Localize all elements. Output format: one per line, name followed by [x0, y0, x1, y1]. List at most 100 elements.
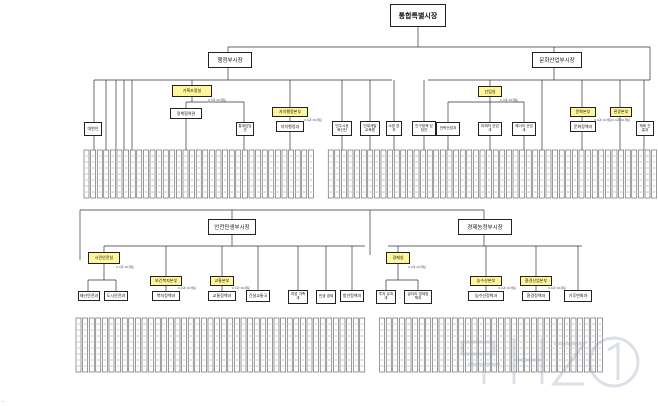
team-block: [154, 317, 161, 373]
team-block: [82, 317, 88, 373]
unit-citizen-safety-label: 시민안전실: [94, 255, 114, 260]
unit-tourism-hq: 관광본부: [610, 107, 632, 117]
unit-hr-academy: 인재개발 교육원: [360, 121, 380, 136]
unit-welfare-hq-label: 보건복지본부: [154, 278, 178, 283]
unit-policy-coordination-label: 정책협력관: [176, 110, 196, 116]
unit-economy-office-note: 0.0과 00개팀: [408, 265, 426, 269]
unit-agri-fishery-hq-note: 0.0과 00개팀: [498, 286, 516, 290]
team-block: [141, 317, 148, 373]
mayor-box: 통합특별시장: [390, 4, 446, 27]
unit-industry-office-note: 0.0과 00개팀: [500, 98, 518, 102]
unit-civic-innovation: 민주시정 혁신단: [332, 121, 352, 136]
team-block: [75, 317, 82, 373]
team-block: [385, 317, 392, 373]
unit-jobs-economy-label: 일자리 경제정책과: [407, 292, 429, 300]
unit-livelihood-economy: 민생 경제: [316, 290, 336, 304]
unit-statistics: 통계담당관: [236, 122, 254, 136]
unit-welfare-hq-note: 0.0과 00개팀: [178, 286, 196, 290]
unit-population-policy-label: 인구정책 담당관: [415, 123, 433, 132]
team-block: [115, 317, 121, 373]
team-block: [220, 317, 227, 373]
team-block: [491, 317, 498, 373]
unit-citizen-safety: 시민안전실: [88, 252, 120, 264]
unit-tourism-hq-label: 관광본부: [613, 109, 629, 114]
team-block: [121, 317, 128, 373]
team-block: [465, 317, 471, 373]
unit-tourism-hq-note: 0.0과 00개팀: [612, 118, 630, 122]
team-block: [432, 317, 438, 373]
vice-mayor-admin-label: 행정부시장: [217, 58, 243, 64]
unit-environment-policy-label: 환경정책과: [526, 293, 546, 298]
unit-future-car: 미래차 산업과: [478, 122, 502, 136]
team-block: [148, 317, 154, 373]
team-block: [207, 317, 214, 373]
team-block: [405, 317, 412, 373]
team-block: [570, 317, 577, 373]
team-block: [445, 317, 451, 373]
team-block: [425, 317, 432, 373]
unit-transport-policy-label: 교통정책과: [212, 293, 232, 298]
unit-economy-office: 경제실: [386, 252, 410, 264]
unit-women-family: 여성 가족과: [288, 290, 308, 304]
unit-industry-office: 산업실: [478, 86, 502, 97]
unit-culture-policy-label: 문화정책과: [573, 123, 593, 129]
team-block: [174, 317, 181, 373]
unit-culture-hq-note: 0.0과 00개팀: [594, 118, 612, 122]
unit-welfare-hq: 보건복지본부: [150, 276, 182, 286]
unit-jobs-economy: 일자리 경제정책과: [404, 290, 432, 304]
team-block: [557, 317, 564, 373]
team-block: [531, 317, 537, 373]
unit-women-family-label: 여성 가족과: [290, 292, 306, 300]
vice-mayor-economy: 경제농정부시장: [458, 219, 512, 235]
team-block: [399, 317, 405, 373]
team-block: [108, 317, 115, 373]
unit-planning-office: 기획조정실: [172, 85, 212, 97]
team-block: [161, 317, 168, 373]
unit-planning-office-label: 기획조정실: [182, 88, 202, 93]
unit-culture-hq: 문화본부: [570, 107, 596, 117]
unit-strategic-industry: 전략산업과: [436, 122, 460, 136]
unit-sports-promotion: 체육 진흥과: [636, 121, 654, 136]
unit-energy-industry: 에너지 산업과: [512, 122, 536, 136]
unit-construction-transport-label: 건설교통국: [248, 293, 268, 298]
team-block: [544, 317, 550, 373]
team-block: [128, 317, 135, 373]
team-block: [319, 317, 326, 373]
team-block: [214, 317, 220, 373]
team-block: [577, 317, 583, 373]
unit-planning-office-note: 0.0과 00개팀: [208, 98, 226, 102]
unit-investment-label: 투자 유치과: [378, 292, 394, 300]
team-block: [550, 317, 557, 373]
team-block: [267, 317, 273, 373]
team-block: [95, 317, 102, 373]
team-block: [478, 317, 484, 373]
unit-agri-fishery-hq: 농수산본부: [470, 276, 502, 286]
team-block: [201, 317, 207, 373]
unit-industry-office-label: 산업실: [484, 88, 496, 94]
unit-transport-policy: 교통정책과: [208, 291, 236, 301]
unit-future-car-label: 미래차 산업과: [481, 124, 499, 132]
unit-strategic-industry-label: 전략산업과: [439, 126, 457, 131]
team-block: [326, 317, 333, 373]
team-block: [273, 317, 280, 373]
team-block: [438, 317, 445, 373]
unit-agri-fishery-hq-label: 농수산본부: [476, 278, 496, 283]
team-blocks: [75, 149, 657, 373]
unit-climate-change-label: 기후변화과: [568, 293, 588, 298]
team-block: [471, 317, 478, 373]
unit-urban-safety-label: 도시안전과: [106, 293, 126, 298]
team-block: [511, 317, 517, 373]
team-block: [412, 317, 418, 373]
unit-citizen-safety-note: 0.0과 00개팀: [116, 265, 134, 269]
team-block: [564, 317, 570, 373]
team-block: [286, 317, 293, 373]
unit-fire-hq: 소방 본부: [386, 121, 402, 136]
unit-disaster-safety-label: 재난안전과: [79, 293, 99, 298]
unit-population-policy: 인구정책 담당관: [412, 121, 436, 136]
vice-mayor-economy-label: 경제농정부시장: [467, 225, 503, 231]
team-block: [234, 317, 240, 373]
team-block: [597, 317, 603, 373]
unit-welfare-policy-label: 복지정책과: [156, 293, 176, 298]
team-block: [359, 317, 366, 373]
team-block: [187, 317, 194, 373]
